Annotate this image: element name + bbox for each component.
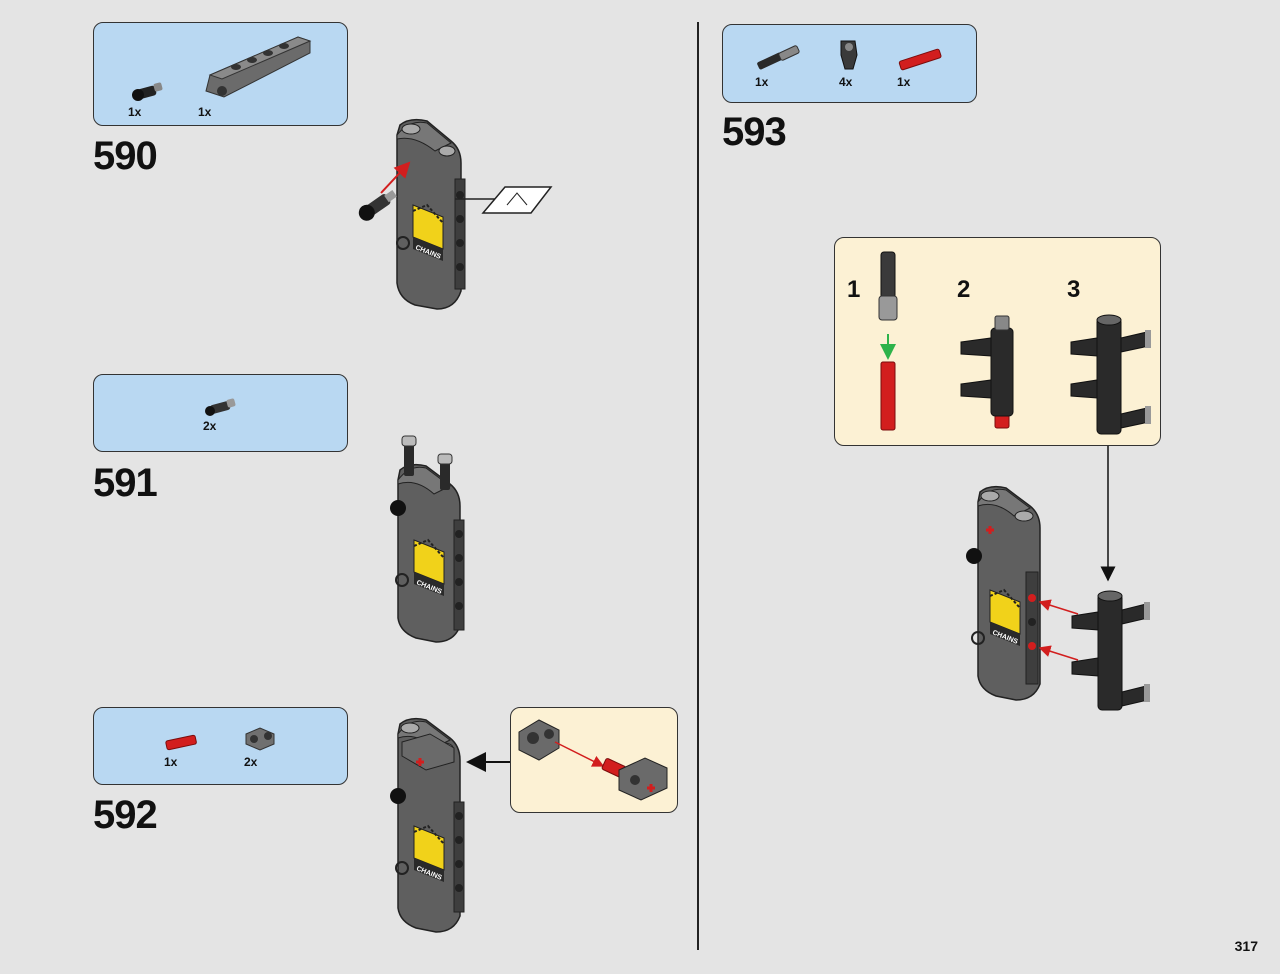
red-axle-icon [165, 734, 197, 751]
substep-illustrations [878, 251, 1151, 435]
part-qty: 1x [897, 75, 911, 89]
step-number: 593 [722, 110, 787, 154]
assembly-illustration-591: CHAINS [390, 435, 465, 643]
insert-arrow [466, 752, 512, 772]
assembly-illustration-590: CHAINS [358, 118, 553, 310]
red-axle-icon [898, 48, 942, 71]
step-number: 592 [93, 793, 158, 837]
part-qty: 1x [198, 105, 212, 119]
substep-number: 3 [1067, 276, 1081, 303]
substep-number: 2 [957, 276, 971, 303]
step-number: 591 [93, 461, 158, 505]
connector-icon [840, 40, 858, 70]
sub-assembly-illustration [518, 719, 668, 801]
step-number: 590 [93, 134, 158, 178]
part-qty: 2x [244, 755, 258, 769]
beam-icon [205, 36, 312, 98]
substep-number: 1 [847, 276, 861, 303]
part-qty: 4x [839, 75, 853, 89]
parts-list-590: 1x 1x [93, 22, 348, 126]
sub-assembly-box-593: 1 2 3 [834, 237, 1161, 446]
assembly-illustration-593: CHAINS [966, 485, 1150, 711]
parts-list-593: 1x 4x 1x [722, 24, 977, 103]
column-divider [697, 22, 699, 950]
bush-pin-icon [205, 398, 236, 416]
drop-arrow [1100, 446, 1116, 582]
part-qty: 1x [128, 105, 142, 119]
pin-axle-icon [757, 45, 800, 70]
part-qty: 1x [755, 75, 769, 89]
connector-icon [245, 727, 275, 751]
parts-list-592: 1x 2x [93, 707, 348, 785]
bush-pin-icon [132, 82, 163, 101]
part-qty: 1x [164, 755, 178, 769]
part-qty: 2x [203, 419, 217, 433]
assembly-illustration-592: CHAINS [390, 717, 465, 933]
parts-list-591: 2x [93, 374, 348, 452]
page-number: 317 [1234, 938, 1258, 954]
sub-assembly-box-592 [510, 707, 678, 813]
